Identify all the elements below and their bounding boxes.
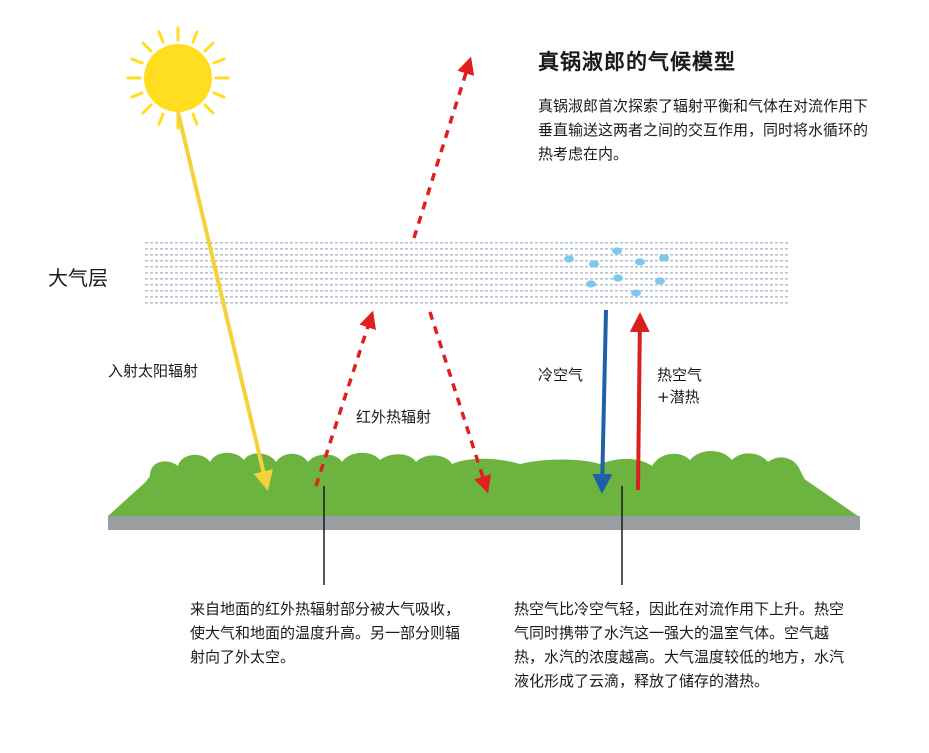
infrared-up-arrow — [314, 310, 376, 487]
cloud-droplets-icon — [564, 247, 669, 297]
diagram-title: 真锅淑郎的气候模型 — [538, 50, 736, 74]
ground — [108, 451, 860, 530]
hot-air-label-line2: +潜热 — [657, 388, 700, 406]
hot-air-arrow — [629, 312, 650, 491]
infrared-arrows — [314, 56, 492, 494]
atmosphere-band — [143, 240, 788, 306]
cold-air-label: 冷空气 — [538, 366, 584, 384]
hot-air-label: 热空气 +潜热 — [657, 364, 702, 408]
incoming-solar-label: 入射太阳辐射 — [108, 362, 199, 380]
infrared-down-arrow — [428, 311, 492, 494]
sun-icon — [126, 26, 230, 130]
incoming-solar-arrow — [176, 111, 274, 491]
cold-air-arrow — [592, 309, 613, 494]
infrared-note: 来自地面的红外热辐射部分被大气吸收，使大气和地面的温度升高。另一部分则辐射向了外… — [190, 600, 461, 666]
convection-note: 热空气比冷空气轻，因此在对流作用下上升。热空气同时携带了水汽这一强大的温室气体。… — [514, 600, 845, 690]
hot-air-label-line1: 热空气 — [657, 366, 703, 384]
infrared-label: 红外热辐射 — [356, 408, 432, 426]
atmosphere-label: 大气层 — [48, 266, 108, 290]
intro-text: 真锅淑郎首次探索了辐射平衡和气体在对流作用下垂直输送这两者之间的交互作用，同时将… — [538, 97, 869, 163]
ground-strip — [108, 516, 860, 530]
infrared-space-arrow — [412, 56, 475, 239]
grass-plane — [108, 476, 858, 516]
